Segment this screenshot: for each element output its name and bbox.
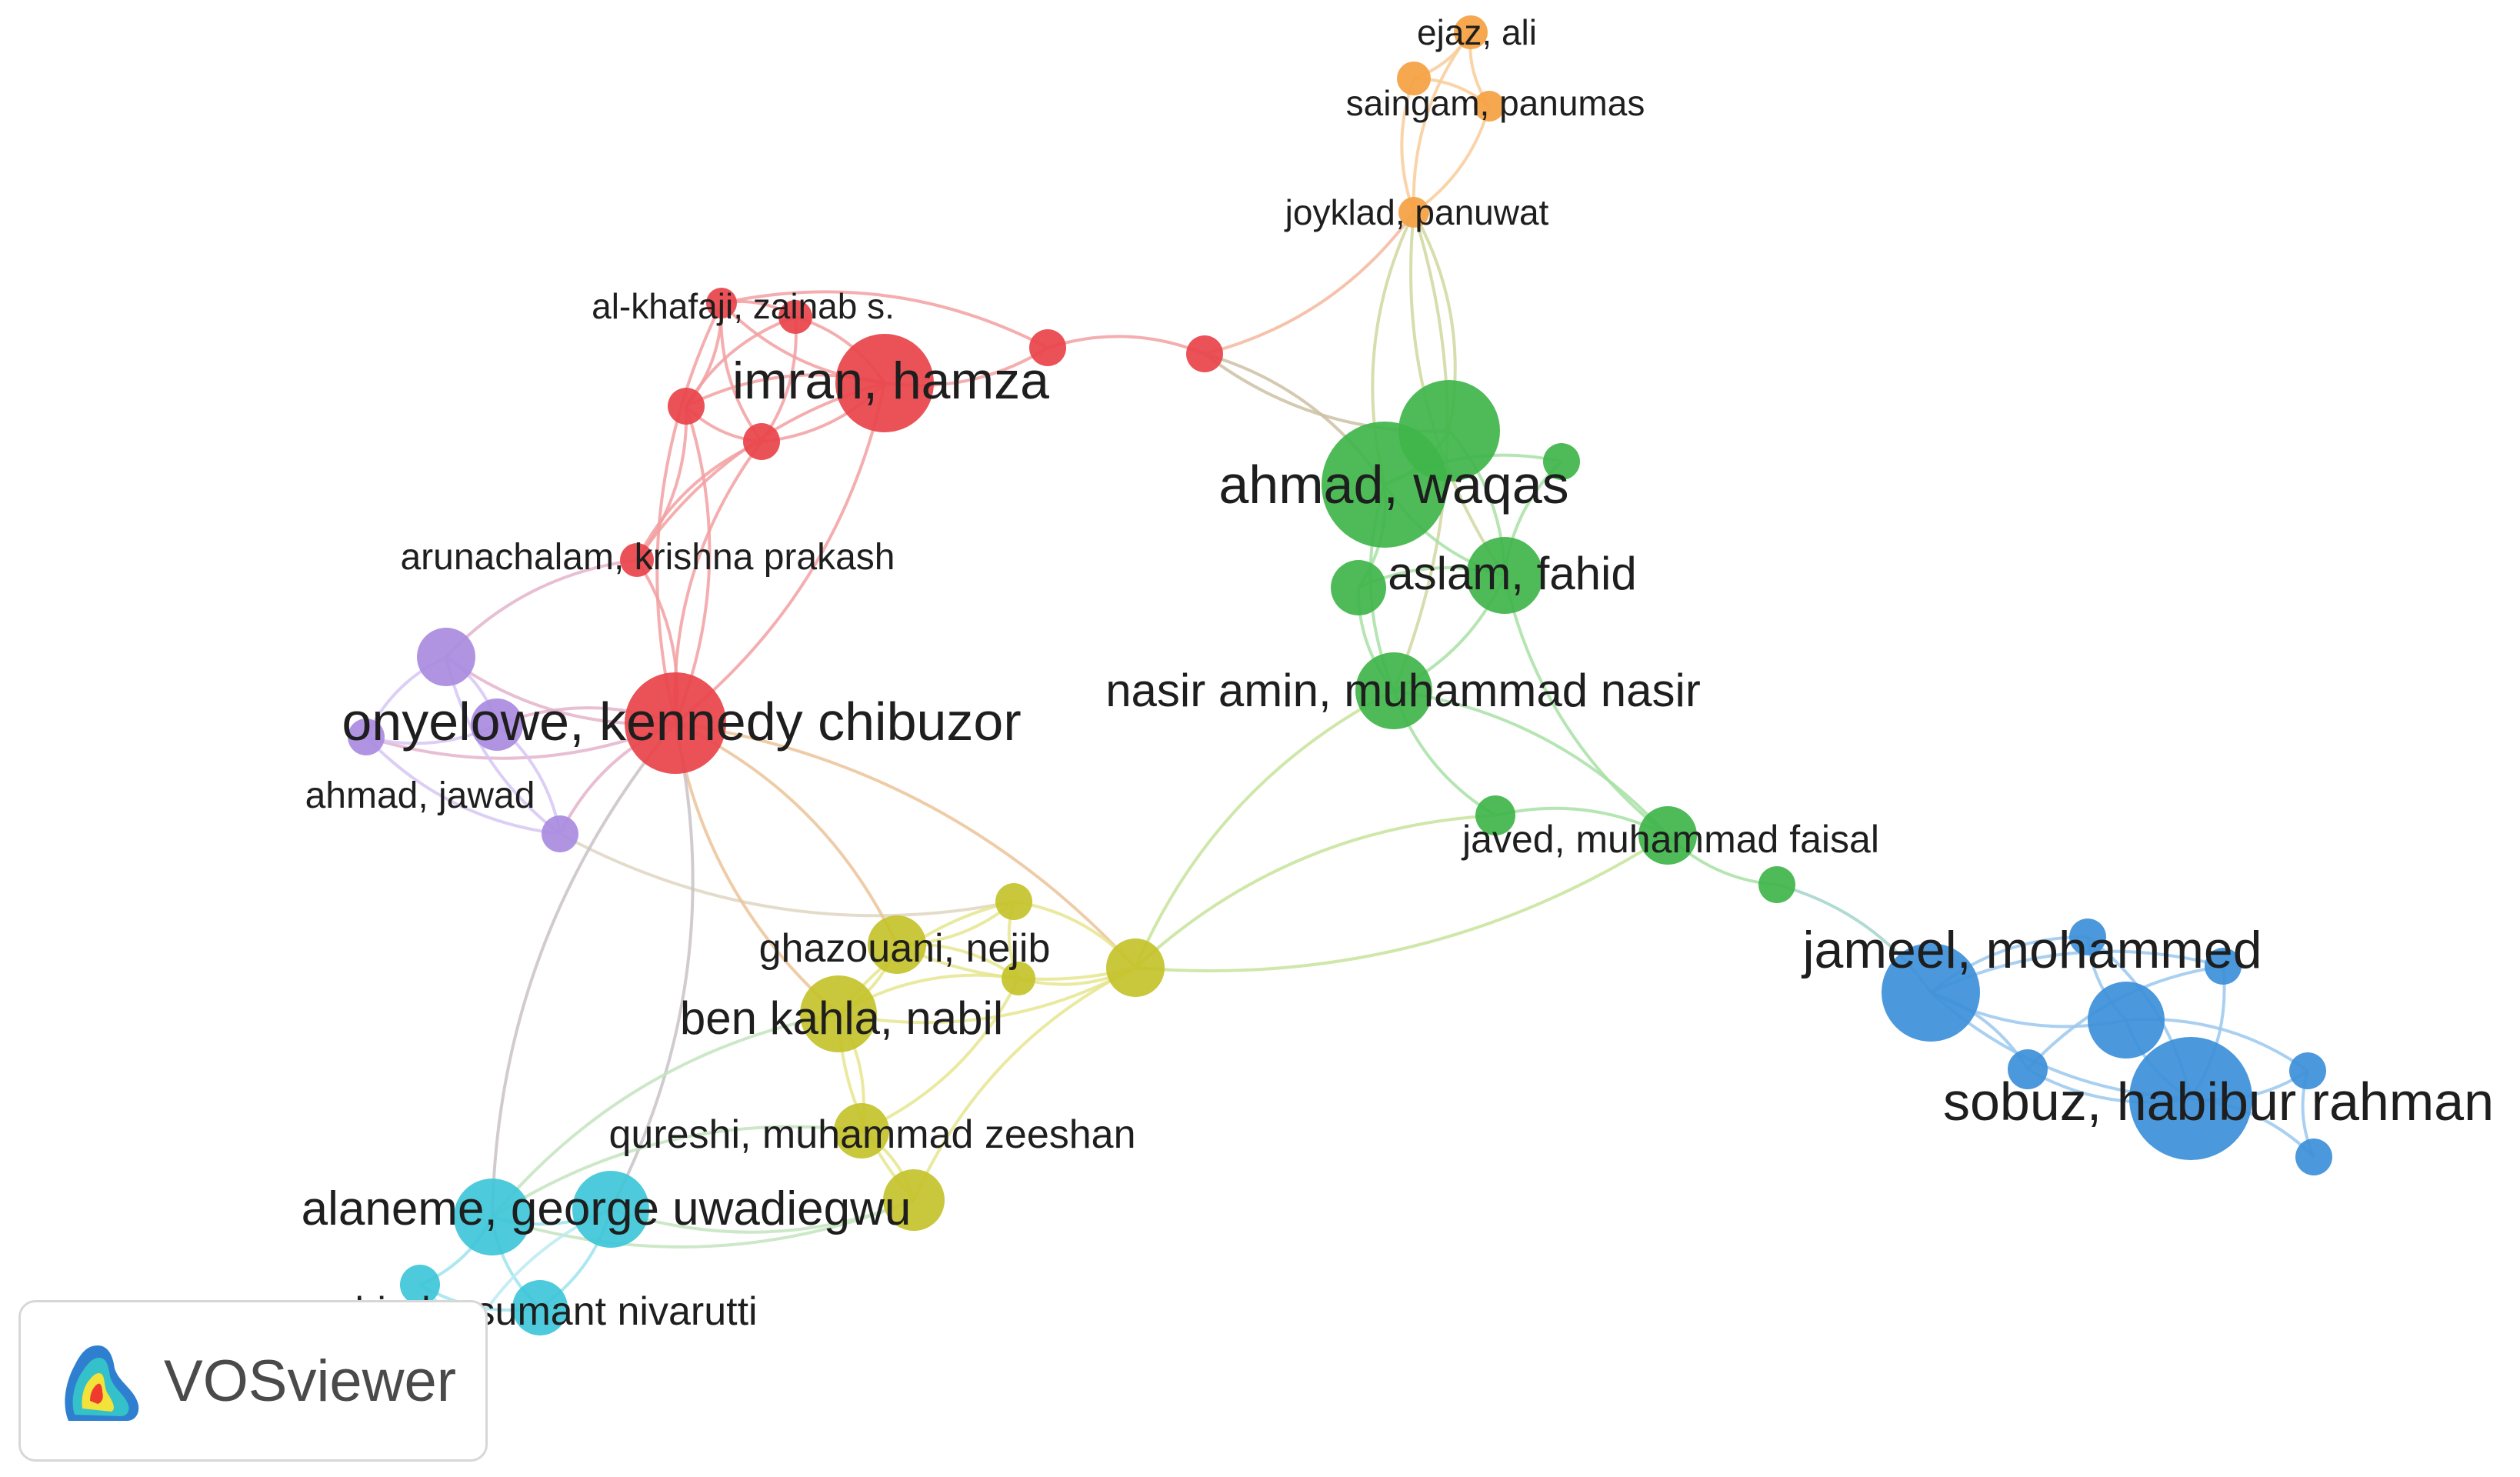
node-b3[interactable] xyxy=(2088,982,2165,1059)
edge-r4-arunachalam xyxy=(635,405,688,562)
node-p1[interactable] xyxy=(417,628,475,686)
node-r5[interactable] xyxy=(743,423,780,460)
vosviewer-badge: VOSviewer xyxy=(18,1300,488,1462)
node-g5[interactable] xyxy=(1331,560,1386,615)
node-arunachalam[interactable] xyxy=(620,543,654,577)
label-ghazouani: ghazouani, nejib xyxy=(759,926,1051,971)
edge-benkahla-y4 xyxy=(838,966,1136,1025)
label-onyelowe: onyelowe, kennedy chibuzor xyxy=(342,692,1021,752)
node-p3[interactable] xyxy=(348,718,385,755)
edge-y4-y7 xyxy=(912,966,1136,1201)
label-aslam: aslam, fahid xyxy=(1388,548,1637,599)
edge-benkahla-alaneme xyxy=(491,1012,839,1219)
edge-y7-c2 xyxy=(610,1199,915,1234)
node-c3[interactable] xyxy=(400,1265,440,1305)
edge-ahmadjawad-y1 xyxy=(559,832,1015,918)
node-shinde[interactable] xyxy=(512,1280,568,1335)
node-alkhafaji[interactable] xyxy=(706,288,737,318)
edge-joyklad-r7 xyxy=(1204,211,1415,355)
vosviewer-brand-text: VOSviewer xyxy=(164,1348,457,1414)
node-g3[interactable] xyxy=(1543,443,1580,480)
node-saingam[interactable] xyxy=(1474,91,1505,122)
edge-imran-onyelowe xyxy=(674,382,886,725)
edge-qureshi-alaneme xyxy=(491,1125,862,1219)
node-nasir[interactable] xyxy=(1355,652,1432,729)
edge-onyelowe-y4 xyxy=(675,722,1137,969)
label-javed: javed, muhammad faisal xyxy=(1461,818,1879,861)
edge-aslam-javed xyxy=(1503,575,1669,837)
node-p2[interactable] xyxy=(471,698,523,751)
label-joyklad: joyklad, panuwat xyxy=(1284,192,1549,232)
label-ahmadwaqas: ahmad, waqas xyxy=(1218,455,1568,515)
edge-onyelowe-alaneme xyxy=(491,722,677,1218)
node-b6[interactable] xyxy=(2205,948,2242,985)
node-javed[interactable] xyxy=(1638,806,1697,865)
node-y4[interactable] xyxy=(1106,939,1165,997)
node-g2[interactable] xyxy=(1398,380,1500,482)
node-alaneme[interactable] xyxy=(454,1179,531,1255)
edge-nasir-y4 xyxy=(1134,689,1395,969)
edge-saingam-joyklad xyxy=(1412,105,1491,214)
node-ahmadjawad[interactable] xyxy=(542,815,578,852)
node-layer xyxy=(348,15,2332,1374)
node-ejaz[interactable] xyxy=(1454,15,1488,49)
node-jameel[interactable] xyxy=(1882,943,1980,1042)
node-c2[interactable] xyxy=(572,1171,649,1248)
edge-g7-y4 xyxy=(1134,814,1496,969)
node-b7[interactable] xyxy=(2289,1052,2326,1089)
label-nasir: nasir amin, muhammad nasir xyxy=(1105,665,1701,716)
node-qureshi[interactable] xyxy=(834,1103,889,1159)
edge-r6-alkhafaji xyxy=(721,290,1048,349)
node-r4[interactable] xyxy=(668,388,705,425)
node-y7[interactable] xyxy=(883,1169,945,1231)
node-sobuz[interactable] xyxy=(2129,1037,2252,1160)
node-g9[interactable] xyxy=(1758,866,1795,903)
label-sobuz: sobuz, habibur rahman xyxy=(1943,1072,2494,1132)
edge-nasir-javed xyxy=(1393,689,1669,837)
label-benkahla: ben kahla, nabil xyxy=(680,992,1003,1044)
edge-alkhafaji-onyelowe xyxy=(655,302,723,724)
label-ahmadjawad: ahmad, jawad xyxy=(305,775,535,816)
label-ejaz: ejaz, ali xyxy=(1417,12,1537,52)
node-o2[interactable] xyxy=(1397,62,1431,95)
node-r6[interactable] xyxy=(1029,329,1066,366)
edge-r7-r6 xyxy=(1047,335,1205,355)
label-jameel: jameel, mohammed xyxy=(1801,921,2262,979)
edge-y7-alaneme xyxy=(492,1199,915,1249)
label-arunachalam: arunachalam, krishna prakash xyxy=(400,537,895,578)
node-y1[interactable] xyxy=(995,883,1032,920)
node-b8[interactable] xyxy=(2295,1139,2332,1175)
label-alaneme: alaneme, george uwadiegwu xyxy=(302,1182,912,1235)
node-ghazouani[interactable] xyxy=(868,915,926,974)
label-imran: imran, hamza xyxy=(732,352,1049,410)
edge-p3-ahmadjawad xyxy=(365,735,561,835)
label-alkhafaji: al-khafaji, zainab s. xyxy=(592,286,895,326)
edge-r5-arunachalam xyxy=(635,440,762,561)
label-saingam: saingam, panumas xyxy=(1346,83,1645,123)
edge-y3-qureshi xyxy=(861,978,1020,1132)
node-joyklad[interactable] xyxy=(1398,197,1429,228)
node-g7[interactable] xyxy=(1475,795,1515,835)
node-y3[interactable] xyxy=(1002,962,1035,995)
edge-javed-y4 xyxy=(1135,834,1669,972)
node-onyelowe[interactable] xyxy=(625,672,726,774)
node-benkahla[interactable] xyxy=(800,975,877,1052)
vosviewer-logo-icon xyxy=(65,1345,139,1421)
node-r2[interactable] xyxy=(778,300,812,334)
label-qureshi: qureshi, muhammad zeeshan xyxy=(608,1112,1135,1157)
node-b2[interactable] xyxy=(2069,919,2106,955)
edge-onyelowe-c2 xyxy=(609,722,695,1210)
node-b4[interactable] xyxy=(2008,1049,2048,1089)
node-r7[interactable] xyxy=(1186,335,1223,372)
node-aslam[interactable] xyxy=(1466,537,1543,614)
edge-ejaz-joyklad xyxy=(1412,31,1472,213)
node-imran[interactable] xyxy=(835,334,934,432)
